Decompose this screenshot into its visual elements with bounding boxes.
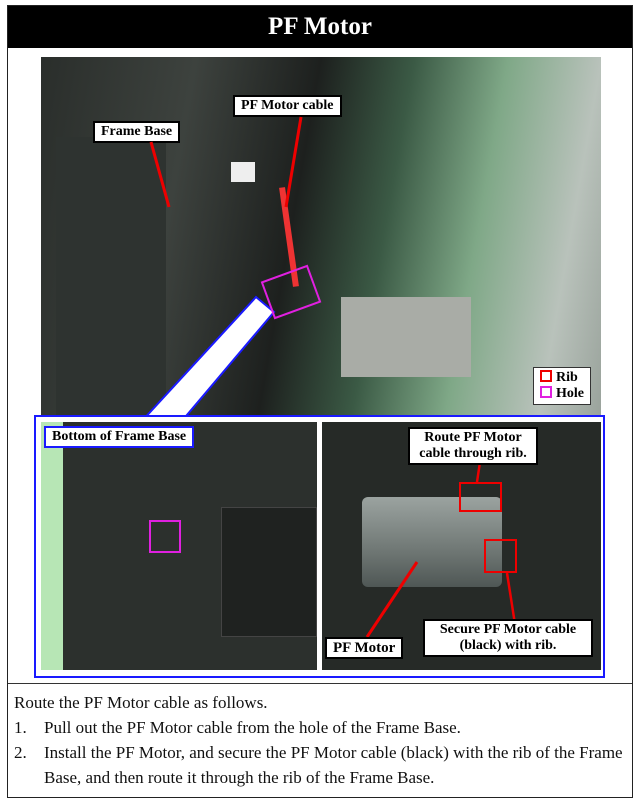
cable-connector — [231, 162, 255, 182]
arrows — [144, 116, 303, 417]
label-secure-rib: Secure PF Motor cable (black) with rib. — [423, 619, 593, 657]
legend-rib: Rib — [540, 370, 584, 386]
inset-right-photo: Route PF Motor cable through rib. PF Mot… — [322, 422, 601, 670]
step-2: 2.Install the PF Motor, and secure the P… — [14, 743, 623, 787]
step-1: 1.Pull out the PF Motor cable from the h… — [14, 718, 461, 737]
frame-base-part — [56, 137, 166, 417]
pf-motor-part — [362, 497, 502, 587]
instructions: Route the PF Motor cable as follows. 1.P… — [8, 683, 632, 796]
arrow-frame-base — [149, 141, 171, 208]
rib-marker-secure — [484, 539, 517, 573]
label-pf-motor: PF Motor — [325, 637, 404, 659]
rib-marker-route — [459, 482, 502, 512]
page-title: PF Motor — [8, 6, 632, 48]
label-route-rib: Route PF Motor cable through rib. — [408, 427, 538, 465]
callout-pointer — [144, 295, 276, 417]
hole-marker-inset — [149, 520, 181, 553]
label-frame-base: Frame Base — [93, 121, 181, 143]
hole-swatch-icon — [540, 386, 552, 398]
inset-panel: Bottom of Frame Base Route PF Motor cabl… — [34, 415, 605, 678]
connector-part — [341, 297, 471, 377]
arrow-cable — [284, 116, 303, 208]
cover-part — [221, 507, 317, 637]
legend: Rib Hole — [533, 367, 591, 405]
main-photo: Frame Base PF Motor cable Rib Hole — [41, 57, 601, 417]
rib-swatch-icon — [540, 370, 552, 382]
label-pf-motor-cable: PF Motor cable — [233, 95, 342, 117]
label-bottom-frame-base: Bottom of Frame Base — [44, 426, 195, 448]
inset-left-photo: Bottom of Frame Base — [41, 422, 317, 670]
legend-hole: Hole — [540, 386, 584, 402]
document-frame: PF Motor Frame Base PF Motor cable Rib H… — [7, 5, 633, 798]
instructions-intro: Route the PF Motor cable as follows. — [14, 693, 268, 712]
